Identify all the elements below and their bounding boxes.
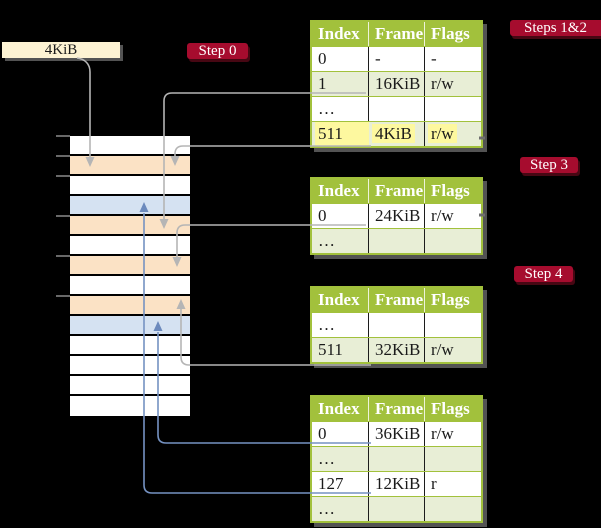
table-row: …	[312, 312, 481, 337]
memory-column	[70, 136, 190, 416]
col-header-index: Index	[312, 288, 369, 312]
cell-frame	[369, 313, 425, 337]
memory-row-1	[70, 156, 190, 176]
cell-frame: 24KiB	[369, 204, 425, 228]
cell-index: 0	[312, 204, 369, 228]
cell-index: …	[312, 497, 369, 521]
cell-frame	[369, 497, 425, 521]
cell-index: 0	[312, 422, 369, 446]
cell-flags	[425, 313, 481, 337]
memory-row-10	[70, 336, 190, 356]
col-header-flags: Flags	[425, 288, 481, 312]
badge-step-0: Step 0	[187, 43, 248, 59]
cell-flags: r/w	[425, 422, 481, 446]
cell-frame	[369, 97, 425, 121]
memory-row-4	[70, 216, 190, 236]
cell-frame: 12KiB	[369, 472, 425, 496]
col-header-frame: Frame	[369, 179, 425, 203]
cell-index: 511	[312, 338, 369, 362]
cell-index: …	[312, 447, 369, 471]
cell-index: …	[312, 229, 369, 253]
highlight: 4KiB	[372, 124, 415, 143]
highlight: 511	[315, 122, 370, 146]
table-row: 0 - -	[312, 46, 481, 71]
cell-flags	[425, 97, 481, 121]
cell-flags: r	[425, 472, 481, 496]
cell-index: …	[312, 313, 369, 337]
cell-frame: 4KiB	[369, 122, 425, 146]
table-row: 511 32KiB r/w	[312, 337, 481, 362]
col-header-frame: Frame	[369, 397, 425, 421]
cell-index: 127	[312, 472, 369, 496]
cell-frame	[369, 447, 425, 471]
table-row: 127 12KiB r	[312, 471, 481, 496]
table-header: Index Frame Flags	[312, 288, 481, 312]
cell-frame: -	[369, 47, 425, 71]
cell-frame	[369, 229, 425, 253]
table-row: 0 24KiB r/w	[312, 203, 481, 228]
col-header-index: Index	[312, 397, 369, 421]
col-header-flags: Flags	[425, 179, 481, 203]
badge-step-3: Step 3	[520, 157, 578, 173]
memory-tick-marks	[56, 135, 70, 297]
table-row: …	[312, 96, 481, 121]
table-row: …	[312, 446, 481, 471]
cell-flags	[425, 497, 481, 521]
memory-row-13	[70, 396, 190, 416]
cell-flags	[425, 447, 481, 471]
table-row: 1 16KiB r/w	[312, 71, 481, 96]
table-row: 0 36KiB r/w	[312, 421, 481, 446]
badge-steps-1-2: Steps 1&2	[510, 20, 601, 36]
step-3-table: Index Frame Flags 0 24KiB r/w …	[310, 177, 483, 255]
cell-flags: r/w	[425, 122, 481, 146]
steps-1-2-table: Index Frame Flags 0 - - 1 16KiB r/w … 51…	[310, 20, 483, 148]
col-header-index: Index	[312, 179, 369, 203]
table-header: Index Frame Flags	[312, 22, 481, 46]
cell-index: …	[312, 97, 369, 121]
highlight: r/w	[428, 124, 457, 143]
table-header: Index Frame Flags	[312, 179, 481, 203]
cell-flags: -	[425, 47, 481, 71]
table-header: Index Frame Flags	[312, 397, 481, 421]
memory-row-6	[70, 256, 190, 276]
memory-row-11	[70, 356, 190, 376]
cell-index: 0	[312, 47, 369, 71]
cell-frame: 32KiB	[369, 338, 425, 362]
cell-index: 511	[312, 122, 370, 146]
table-row: …	[312, 228, 481, 253]
col-header-flags: Flags	[425, 397, 481, 421]
badge-step-4: Step 4	[514, 266, 573, 282]
table-row-highlighted: 511 4KiB r/w	[312, 121, 481, 146]
memory-row-7	[70, 276, 190, 296]
memory-row-3	[70, 196, 190, 216]
cell-flags: r/w	[425, 72, 481, 96]
cell-frame: 16KiB	[369, 72, 425, 96]
memory-row-0	[70, 136, 190, 156]
memory-row-8	[70, 296, 190, 316]
step-4-upper-table: Index Frame Flags … 511 32KiB r/w	[310, 286, 483, 364]
cell-flags: r/w	[425, 204, 481, 228]
col-header-flags: Flags	[425, 22, 481, 46]
cell-flags: r/w	[425, 338, 481, 362]
table-row: …	[312, 496, 481, 521]
memory-row-9	[70, 316, 190, 336]
memory-row-2	[70, 176, 190, 196]
col-header-index: Index	[312, 22, 369, 46]
step-4-lower-table: Index Frame Flags 0 36KiB r/w … 127 12Ki…	[310, 395, 483, 523]
cell-flags	[425, 229, 481, 253]
cell-index: 1	[312, 72, 369, 96]
memory-row-12	[70, 376, 190, 396]
col-header-frame: Frame	[369, 288, 425, 312]
page-size-box: 4KiB	[2, 42, 120, 58]
cell-frame: 36KiB	[369, 422, 425, 446]
col-header-frame: Frame	[369, 22, 425, 46]
memory-row-5	[70, 236, 190, 256]
